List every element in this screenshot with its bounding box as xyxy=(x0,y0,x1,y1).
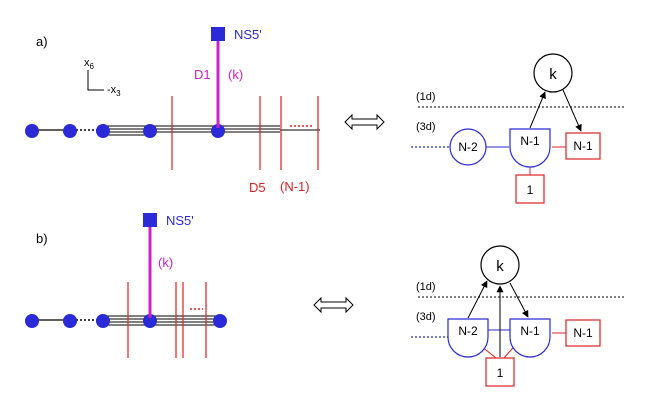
d5-count-label: (N-1) xyxy=(280,179,310,194)
k-node xyxy=(480,245,520,285)
d1-k-label: (k) xyxy=(158,255,173,270)
gauge-node-n2-label: N-2 xyxy=(458,140,478,154)
ns5-branes xyxy=(25,314,227,328)
panel-a-label: a) xyxy=(36,34,48,49)
level-1d-label: (1d) xyxy=(416,91,436,103)
flavor-node-1-label: 1 xyxy=(527,183,534,197)
equivalence-arrow-a xyxy=(344,113,385,131)
axis-x3-label: -x3 xyxy=(107,84,121,98)
d3-stack xyxy=(102,315,220,326)
panel-b-label: b) xyxy=(36,231,48,246)
flavor-node-n1-label: N-1 xyxy=(573,139,593,153)
axis-x6-label: x6 xyxy=(84,57,95,71)
arrow-to-k xyxy=(467,280,488,319)
quiver-a: (1d) (3d) N-2 N-1 N-1 1 k xyxy=(411,53,625,204)
flavor-node-1-label: 1 xyxy=(497,366,504,380)
d5-label: D5 xyxy=(249,180,266,195)
arrow-to-k xyxy=(529,91,546,129)
half-node-n2-label: N-2 xyxy=(458,324,478,338)
flavor-node-n1 xyxy=(565,132,601,160)
level-3d-label: (3d) xyxy=(416,121,436,133)
ns5-branes xyxy=(25,124,225,138)
panel-a-branes: a) x6 -x3 xyxy=(25,27,320,195)
k-node xyxy=(533,53,573,93)
gauge-node-n2 xyxy=(449,128,487,166)
flavor-node-n1-label: N-1 xyxy=(573,326,593,340)
arrow-from-k xyxy=(562,89,582,132)
ns5-prime-label: NS5' xyxy=(234,27,262,42)
equivalence-arrow-b xyxy=(313,296,354,314)
panel-b-branes: b) NS5' (k) xyxy=(25,213,227,358)
quiver-b: (1d) (3d) N-2 N-1 N-1 1 k xyxy=(411,245,625,387)
half-node-n1-label: N-1 xyxy=(520,134,540,148)
ns5-prime-brane xyxy=(211,27,225,41)
half-node-n1-label: N-1 xyxy=(520,324,540,338)
axis-indicator: x6 -x3 xyxy=(84,57,121,98)
flavor-node-n1 xyxy=(565,319,601,347)
arrow-from-k xyxy=(509,282,529,318)
level-3d-label: (3d) xyxy=(416,311,436,323)
half-node-n1 xyxy=(509,128,551,168)
d5-branes xyxy=(127,282,207,358)
k-node-label: k xyxy=(549,66,557,83)
ns5-prime-brane xyxy=(143,213,157,227)
half-node-n1 xyxy=(509,318,551,358)
d3-stack xyxy=(102,125,280,136)
half-node-n2 xyxy=(447,318,489,358)
ns5-prime-label: NS5' xyxy=(166,213,194,228)
d1-label: D1 xyxy=(194,67,211,82)
d5-branes xyxy=(171,96,319,170)
level-1d-label: (1d) xyxy=(416,281,436,293)
flavor-node-1 xyxy=(485,357,515,387)
d1-k-label: (k) xyxy=(228,67,243,82)
k-node-label: k xyxy=(496,258,504,275)
flavor-node-1 xyxy=(515,174,545,204)
